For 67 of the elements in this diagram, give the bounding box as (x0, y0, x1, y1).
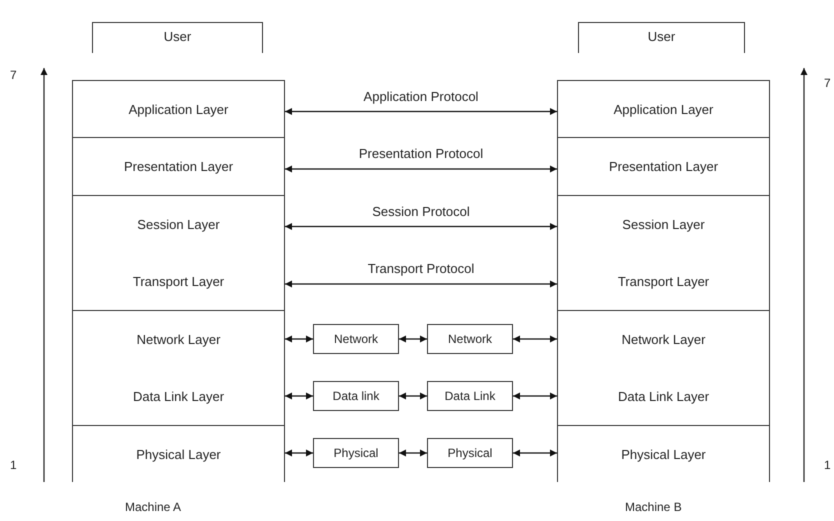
layer-box (557, 368, 770, 425)
user-box (92, 22, 263, 53)
relay-box (313, 381, 399, 411)
node-label: Presentation Layer (608, 159, 718, 174)
relay-box (313, 324, 399, 354)
arrow (513, 450, 557, 456)
user-box (578, 22, 745, 53)
edge-label: Application Protocol (362, 90, 480, 104)
relay-box (427, 324, 513, 354)
layer-box (72, 195, 285, 252)
node-label: Data Link Layer (132, 389, 224, 404)
layer-box (72, 425, 285, 482)
arrow (513, 392, 557, 400)
arrow (285, 166, 557, 172)
layer-box (557, 310, 770, 368)
node-label: Transport Layer (618, 274, 710, 288)
arrow (399, 392, 427, 400)
layer-box (72, 252, 285, 310)
arrow (285, 392, 313, 400)
edge-label: Transport Protocol (366, 262, 476, 276)
layer-box (557, 80, 770, 137)
relay-box (427, 381, 513, 411)
layer-box (72, 137, 285, 195)
node-label: Application Layer (614, 102, 714, 116)
node-label: Session Layer (137, 216, 220, 232)
node-label: Presentation Layer (124, 159, 234, 174)
node-label: Network (448, 332, 492, 346)
node-label: Physical Layer (621, 446, 706, 462)
node-label: Application Layer (128, 102, 228, 116)
arrow (513, 336, 557, 342)
node-label: Session Layer (622, 216, 705, 232)
arrow (399, 336, 427, 342)
layer-box (557, 137, 770, 195)
arrow (285, 108, 557, 115)
relay-box (313, 438, 399, 468)
node-label: User (164, 29, 192, 44)
layer-box (557, 425, 770, 482)
layer-box (557, 195, 770, 252)
relay-box (427, 438, 513, 468)
node-label: Data link (332, 389, 380, 403)
edge-label: Presentation Protocol (356, 147, 486, 161)
layer-box (557, 252, 770, 310)
node-label: Physical (448, 446, 492, 460)
layer-number: 1 (10, 458, 17, 472)
layer-box (72, 368, 285, 425)
arrow (285, 280, 557, 288)
node-label: User (648, 29, 676, 44)
machine-label: Machine A (125, 500, 182, 514)
node-label: Data Link Layer (618, 389, 710, 404)
layer-number: 1 (824, 458, 831, 472)
arrow (285, 223, 557, 230)
layer-number: 7 (824, 76, 831, 90)
node-label: Physical (334, 446, 378, 460)
machine-label: Machine B (625, 500, 682, 514)
node-label: Network Layer (622, 332, 706, 347)
layer-box (72, 80, 285, 137)
node-label: Network (334, 332, 378, 346)
layer-number: 7 (10, 68, 17, 82)
node-label: Data Link (444, 389, 496, 403)
node-label: Network Layer (136, 332, 220, 347)
arrow (399, 450, 427, 456)
arrow (285, 450, 313, 456)
node-label: Physical Layer (136, 446, 221, 462)
edge-label: Session Protocol (370, 204, 472, 218)
layer-box (72, 310, 285, 368)
arrow (285, 336, 313, 342)
node-label: Transport Layer (132, 274, 224, 288)
